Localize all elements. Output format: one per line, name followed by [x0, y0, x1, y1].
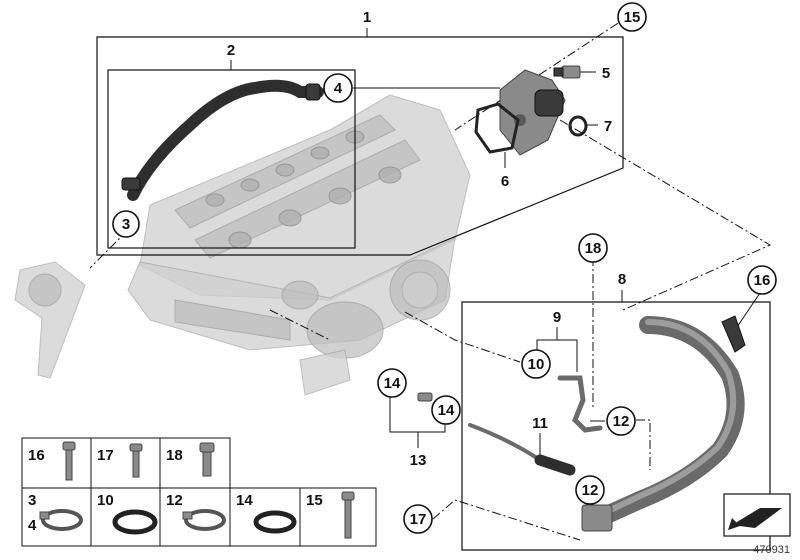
callout-14b: 14: [431, 395, 461, 425]
legend-label-15: 15: [306, 492, 323, 509]
connector-16: [721, 315, 746, 353]
parts-legend: 16 17 18 3 4 10 12 14 15: [21, 437, 377, 547]
pipe-line-11: [468, 423, 542, 462]
callout-9: 9: [553, 309, 561, 326]
svg-text:7: 7: [604, 118, 612, 135]
bolt-icon: [199, 442, 215, 477]
callout-14a: 14: [377, 368, 407, 398]
svg-text:10: 10: [528, 356, 545, 373]
legend-label-17: 17: [97, 447, 114, 464]
svg-text:8: 8: [618, 271, 626, 288]
coolant-pipe-8-highlight: [599, 319, 737, 517]
leader-lines: [230, 28, 763, 460]
coolant-hose-11: [534, 454, 576, 476]
bolt-icon: [341, 491, 355, 539]
connection-lines: [89, 13, 772, 541]
gasket-6: [474, 102, 520, 154]
clamp-icon: [39, 509, 83, 531]
legend-label-12: 12: [166, 492, 183, 509]
svg-text:17: 17: [410, 511, 427, 528]
o-ring-icon: [112, 509, 158, 535]
svg-text:2: 2: [227, 42, 235, 59]
legend-label-4: 4: [28, 517, 37, 534]
svg-text:14: 14: [384, 375, 401, 392]
callout-4: 4: [323, 73, 353, 103]
bolt-icon: [129, 443, 143, 478]
svg-text:18: 18: [585, 240, 602, 257]
assembly-frame-1: [96, 36, 624, 256]
callout-11: 11: [532, 415, 548, 432]
svg-text:6: 6: [501, 173, 509, 190]
callout-13: 13: [410, 452, 427, 469]
svg-text:3: 3: [122, 216, 130, 233]
svg-text:16: 16: [754, 272, 771, 289]
legend-label-18: 18: [166, 447, 183, 464]
callout-18: 18: [578, 233, 608, 263]
o-ring-icon: [253, 510, 297, 534]
callout-17: 17: [403, 504, 433, 534]
arrow-corner-icon[interactable]: [723, 493, 791, 537]
svg-text:15: 15: [624, 9, 641, 26]
svg-text:5: 5: [602, 65, 610, 82]
callout-12: 12: [606, 406, 636, 436]
legend-label-10: 10: [97, 492, 114, 509]
svg-text:1: 1: [363, 9, 371, 26]
callout-5: 5: [602, 65, 610, 82]
svg-text:12: 12: [582, 482, 599, 499]
callout-7: 7: [604, 118, 612, 135]
callout-10: 10: [521, 349, 551, 379]
hose-clamp-3: [121, 177, 141, 191]
bolt-icon: [62, 441, 76, 481]
legend-label-14: 14: [236, 492, 253, 509]
callout-2: 2: [227, 42, 235, 59]
legend-label-3: 3: [28, 492, 36, 509]
callout-8: 8: [618, 271, 626, 288]
pipe-line-10: [557, 375, 603, 433]
assembly-frame-8: [461, 301, 771, 551]
callout-12b: 12: [575, 475, 605, 505]
svg-text:11: 11: [532, 415, 548, 432]
svg-text:9: 9: [553, 309, 561, 326]
callout-1: 1: [363, 9, 371, 26]
svg-text:12: 12: [613, 413, 630, 430]
clamp-icon: [182, 509, 226, 531]
callout-15: 15: [617, 2, 647, 32]
temperature-sensor-5: [553, 65, 581, 79]
pipe-bracket: [581, 504, 613, 532]
fitting-14: [417, 392, 433, 402]
svg-text:13: 13: [410, 452, 427, 469]
o-ring-7: [568, 115, 588, 137]
svg-text:14: 14: [438, 402, 455, 419]
callout-3: 3: [112, 210, 140, 238]
svg-text:4: 4: [334, 80, 343, 97]
coolant-hose-2: [127, 79, 324, 201]
callout-16: 16: [747, 265, 777, 295]
legend-label-16: 16: [28, 447, 45, 464]
image-number: 470931: [753, 544, 790, 556]
hose-clamp-4: [305, 83, 321, 101]
engine-block-illustration: [14, 94, 471, 396]
callout-6: 6: [501, 173, 509, 190]
